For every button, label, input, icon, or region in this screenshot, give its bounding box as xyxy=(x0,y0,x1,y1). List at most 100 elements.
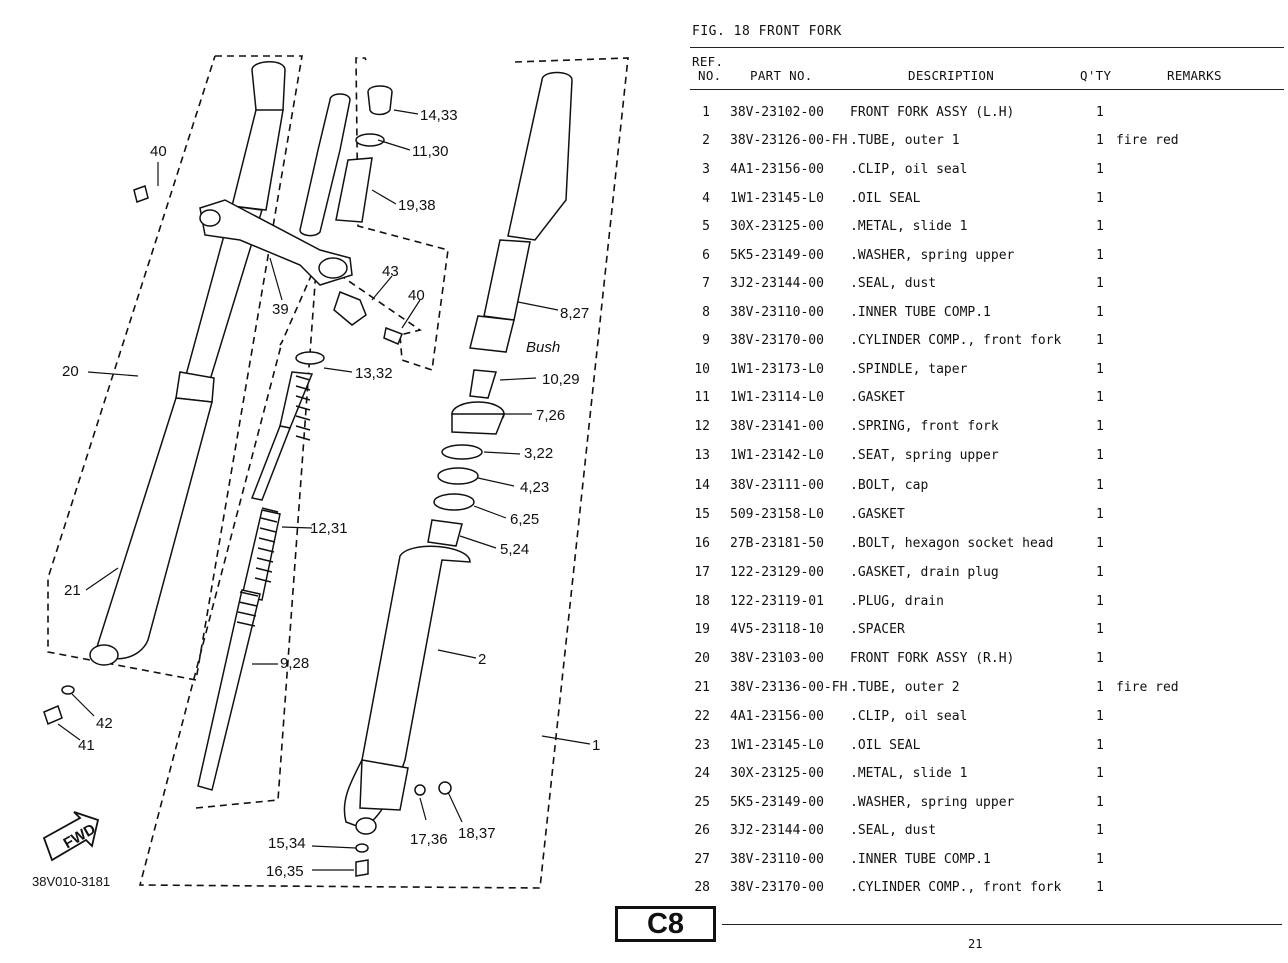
callout: 43 xyxy=(382,263,399,280)
description: .CLIP, oil seal xyxy=(850,709,968,724)
callout: 15,34 xyxy=(268,835,306,852)
quantity: 1 xyxy=(1096,305,1104,320)
ref-no: 7 xyxy=(702,276,710,291)
header-top-rule xyxy=(690,47,1284,48)
description: .TUBE, outer 2 xyxy=(850,680,960,695)
section-badge: C8 xyxy=(615,906,716,942)
table-row: 26 3J2-23144-00 .SEAL, dust 1 xyxy=(690,823,1284,845)
description: .INNER TUBE COMP.1 xyxy=(850,852,991,867)
leader-lines xyxy=(57,109,591,871)
quantity: 1 xyxy=(1096,565,1104,580)
drawing-code: 38V010-3181 xyxy=(32,874,110,889)
remarks: fire red xyxy=(1116,680,1179,695)
quantity: 1 xyxy=(1096,162,1104,177)
description: .INNER TUBE COMP.1 xyxy=(850,305,991,320)
description: .SEAL, dust xyxy=(850,823,937,838)
part-number: 38V-23110-00 xyxy=(730,305,824,320)
quantity: 1 xyxy=(1096,738,1104,753)
part-number: 122-23119-01 xyxy=(730,594,824,609)
spring-coils xyxy=(236,375,311,627)
description: .CYLINDER COMP., front fork xyxy=(850,880,1062,895)
description: .WASHER, spring upper xyxy=(850,248,1015,263)
ref-no: 19 xyxy=(694,622,710,637)
col-header-ref: REF. xyxy=(692,54,724,69)
quantity: 1 xyxy=(1096,478,1104,493)
ref-no: 26 xyxy=(694,823,710,838)
ref-no: 5 xyxy=(702,219,710,234)
ref-no: 24 xyxy=(694,766,710,781)
part-number: 5K5-23149-00 xyxy=(730,795,824,810)
ref-no: 15 xyxy=(694,507,710,522)
description: .GASKET xyxy=(850,507,905,522)
quantity: 1 xyxy=(1096,390,1104,405)
part-number: 3J2-23144-00 xyxy=(730,276,824,291)
part-number: 3J2-23144-00 xyxy=(730,823,824,838)
figure-title: FIG. 18 FRONT FORK xyxy=(692,24,842,39)
part-number: 4V5-23118-10 xyxy=(730,622,824,637)
part-number: 1W1-23114-L0 xyxy=(730,390,824,405)
col-header-remarks: REMARKS xyxy=(1167,68,1222,83)
footer-rule xyxy=(722,924,1282,925)
description: .OIL SEAL xyxy=(850,738,921,753)
part-number: 509-23158-L0 xyxy=(730,507,824,522)
quantity: 1 xyxy=(1096,248,1104,263)
description: .SEAT, spring upper xyxy=(850,448,999,463)
description: .SEAL, dust xyxy=(850,276,937,291)
part-number: 4A1-23156-00 xyxy=(730,709,824,724)
part-number: 30X-23125-00 xyxy=(730,766,824,781)
callout: 2 xyxy=(478,651,486,668)
part-number: 5K5-23149-00 xyxy=(730,248,824,263)
part-number: 27B-23181-50 xyxy=(730,536,824,551)
col-header-part-no: PART NO. xyxy=(750,68,813,83)
ref-no: 27 xyxy=(694,852,710,867)
callout-labels: 14,33 11,30 19,38 40 43 40 39 8,27 20 13… xyxy=(62,107,600,880)
callout: 18,37 xyxy=(458,825,496,842)
part-number: 38V-23110-00 xyxy=(730,852,824,867)
description: .TUBE, outer 1 xyxy=(850,133,960,148)
quantity: 1 xyxy=(1096,448,1104,463)
quantity: 1 xyxy=(1096,191,1104,206)
ref-no: 22 xyxy=(694,709,710,724)
callout: 5,24 xyxy=(500,541,529,558)
quantity: 1 xyxy=(1096,105,1104,120)
callout: 19,38 xyxy=(398,197,436,214)
part-number: 38V-23170-00 xyxy=(730,333,824,348)
spring-and-cylinder-drawing xyxy=(197,85,393,791)
callout: 42 xyxy=(96,715,113,732)
callout: 10,29 xyxy=(542,371,580,388)
quantity: 1 xyxy=(1096,219,1104,234)
callout: 21 xyxy=(64,582,81,599)
callout: 20 xyxy=(62,363,79,380)
quantity: 1 xyxy=(1096,622,1104,637)
part-number: 4A1-23156-00 xyxy=(730,162,824,177)
assembly-dashed-outlines xyxy=(47,55,629,889)
ref-no: 13 xyxy=(694,448,710,463)
description: FRONT FORK ASSY (L.H) xyxy=(850,105,1015,120)
part-number: 1W1-23145-L0 xyxy=(730,191,824,206)
description: .SPACER xyxy=(850,622,905,637)
exploded-parts-diagram: FWD Bush 38V010-3181 14,33 11,30 19,38 4… xyxy=(32,55,629,889)
callout: 3,22 xyxy=(524,445,553,462)
quantity: 1 xyxy=(1096,795,1104,810)
ref-no: 1 xyxy=(702,105,710,120)
header-bottom-rule xyxy=(690,89,1284,90)
ref-no: 4 xyxy=(702,191,710,206)
callout: 11,30 xyxy=(412,143,448,160)
quantity: 1 xyxy=(1096,823,1104,838)
quantity: 1 xyxy=(1096,536,1104,551)
ref-no: 2 xyxy=(702,133,710,148)
ref-no: 9 xyxy=(702,333,710,348)
description: .GASKET xyxy=(850,390,905,405)
callout: 1 xyxy=(592,737,600,754)
